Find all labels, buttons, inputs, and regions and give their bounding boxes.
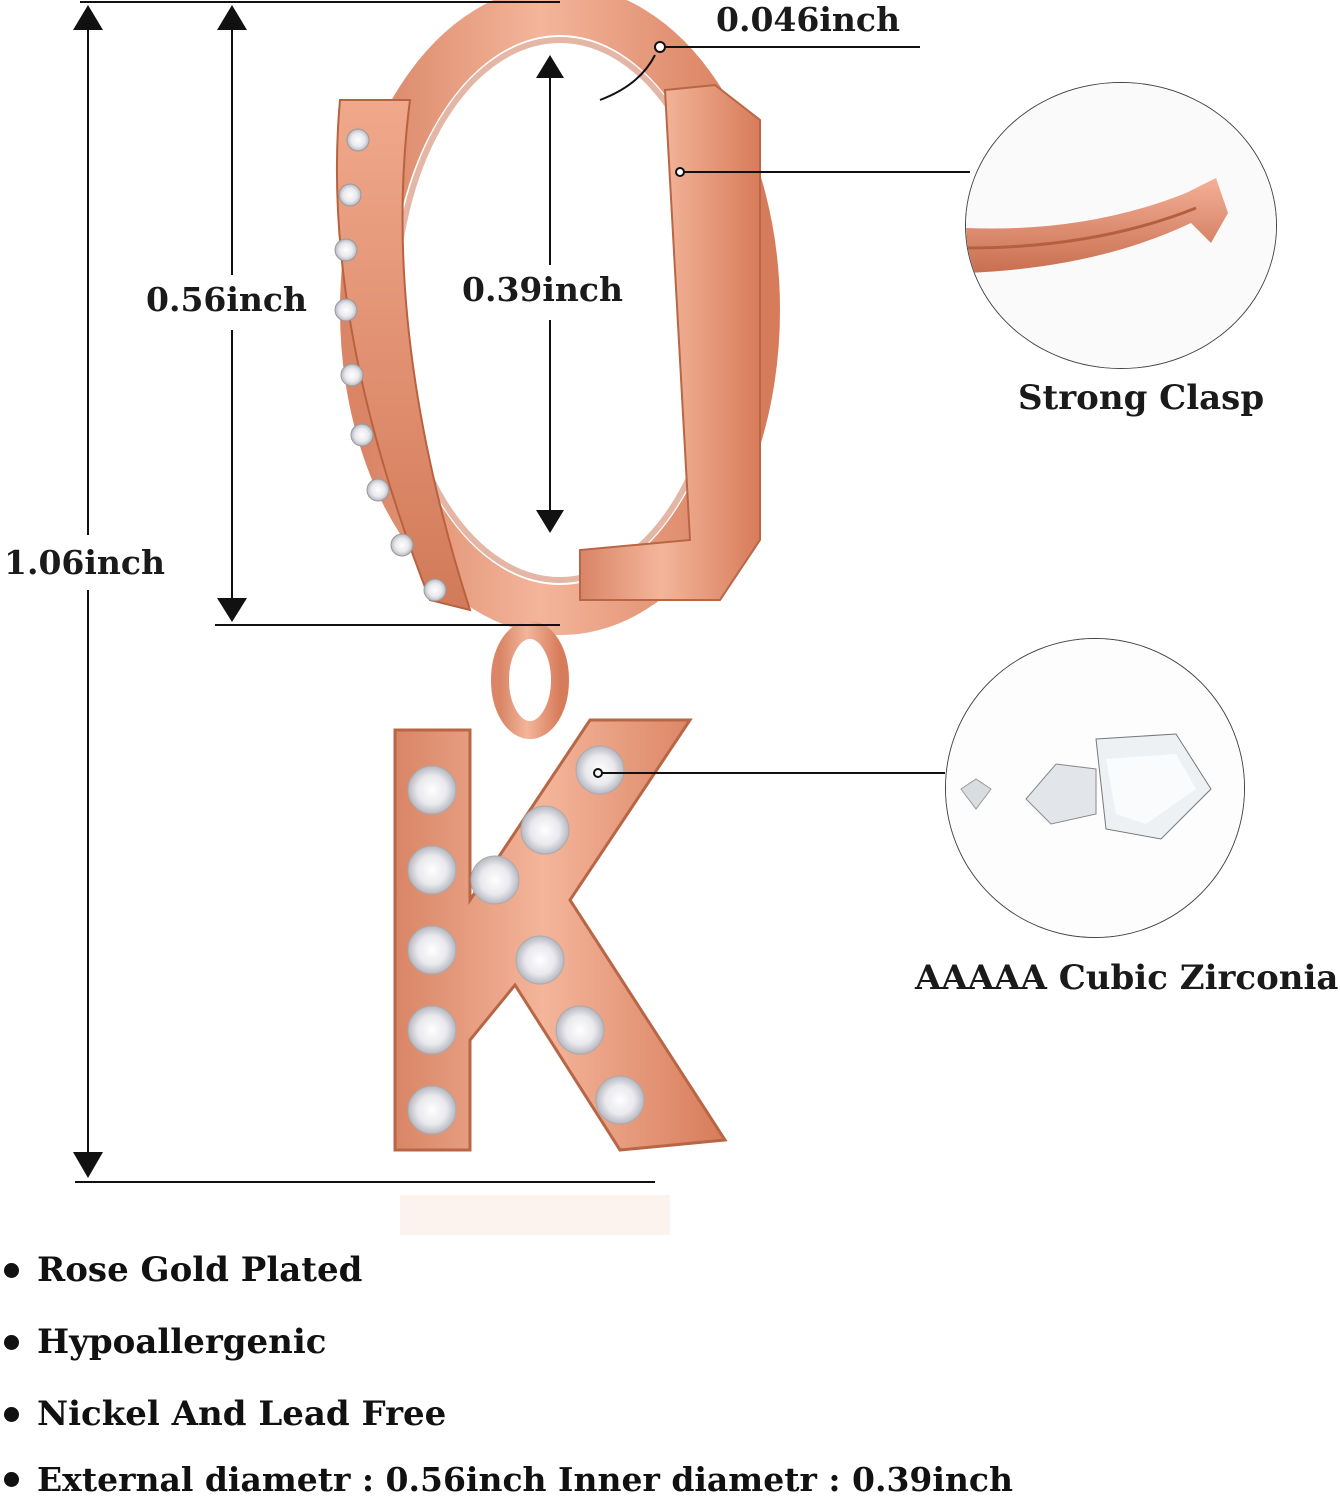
feature-text: Hypoallergenic bbox=[37, 1322, 327, 1362]
wire-thickness-label: 0.046inch bbox=[712, 0, 904, 39]
hoop-pave-stones bbox=[334, 128, 447, 602]
clasp-detail-image bbox=[966, 83, 1276, 368]
dimension-arrowheads bbox=[73, 5, 564, 1178]
zirconia-detail-image bbox=[946, 639, 1244, 937]
inner-diameter-label: 0.39inch bbox=[458, 270, 627, 309]
dimension-lines bbox=[75, 1, 970, 1183]
feature-item: Rose Gold Plated bbox=[0, 1250, 362, 1290]
letter-k-pendant bbox=[393, 718, 728, 1152]
clasp-callout-label: Strong Clasp bbox=[1018, 378, 1265, 418]
feature-text: Rose Gold Plated bbox=[37, 1250, 363, 1290]
bullet-icon bbox=[4, 1472, 19, 1487]
clasp-detail-circle bbox=[965, 82, 1277, 369]
zirconia-detail-circle bbox=[945, 638, 1245, 938]
earring-dimension-diagram bbox=[73, 0, 970, 1235]
total-length-label: 1.06inch bbox=[0, 543, 169, 582]
feature-item: Hypoallergenic bbox=[0, 1322, 326, 1362]
bullet-icon bbox=[4, 1406, 19, 1422]
feature-item: Nickel And Lead Free bbox=[0, 1394, 446, 1434]
pendant-loop bbox=[491, 621, 569, 739]
feature-text: Nickel And Lead Free bbox=[37, 1394, 447, 1434]
bullet-icon bbox=[4, 1262, 19, 1278]
feature-text: External diametr : 0.56inch Inner diamet… bbox=[37, 1460, 1013, 1499]
bullet-icon bbox=[4, 1334, 19, 1350]
zirconia-callout-label: AAAAA Cubic Zirconia bbox=[915, 958, 1339, 998]
outer-diameter-label: 0.56inch bbox=[142, 280, 311, 319]
feature-item: External diametr : 0.56inch Inner diamet… bbox=[0, 1460, 1013, 1499]
